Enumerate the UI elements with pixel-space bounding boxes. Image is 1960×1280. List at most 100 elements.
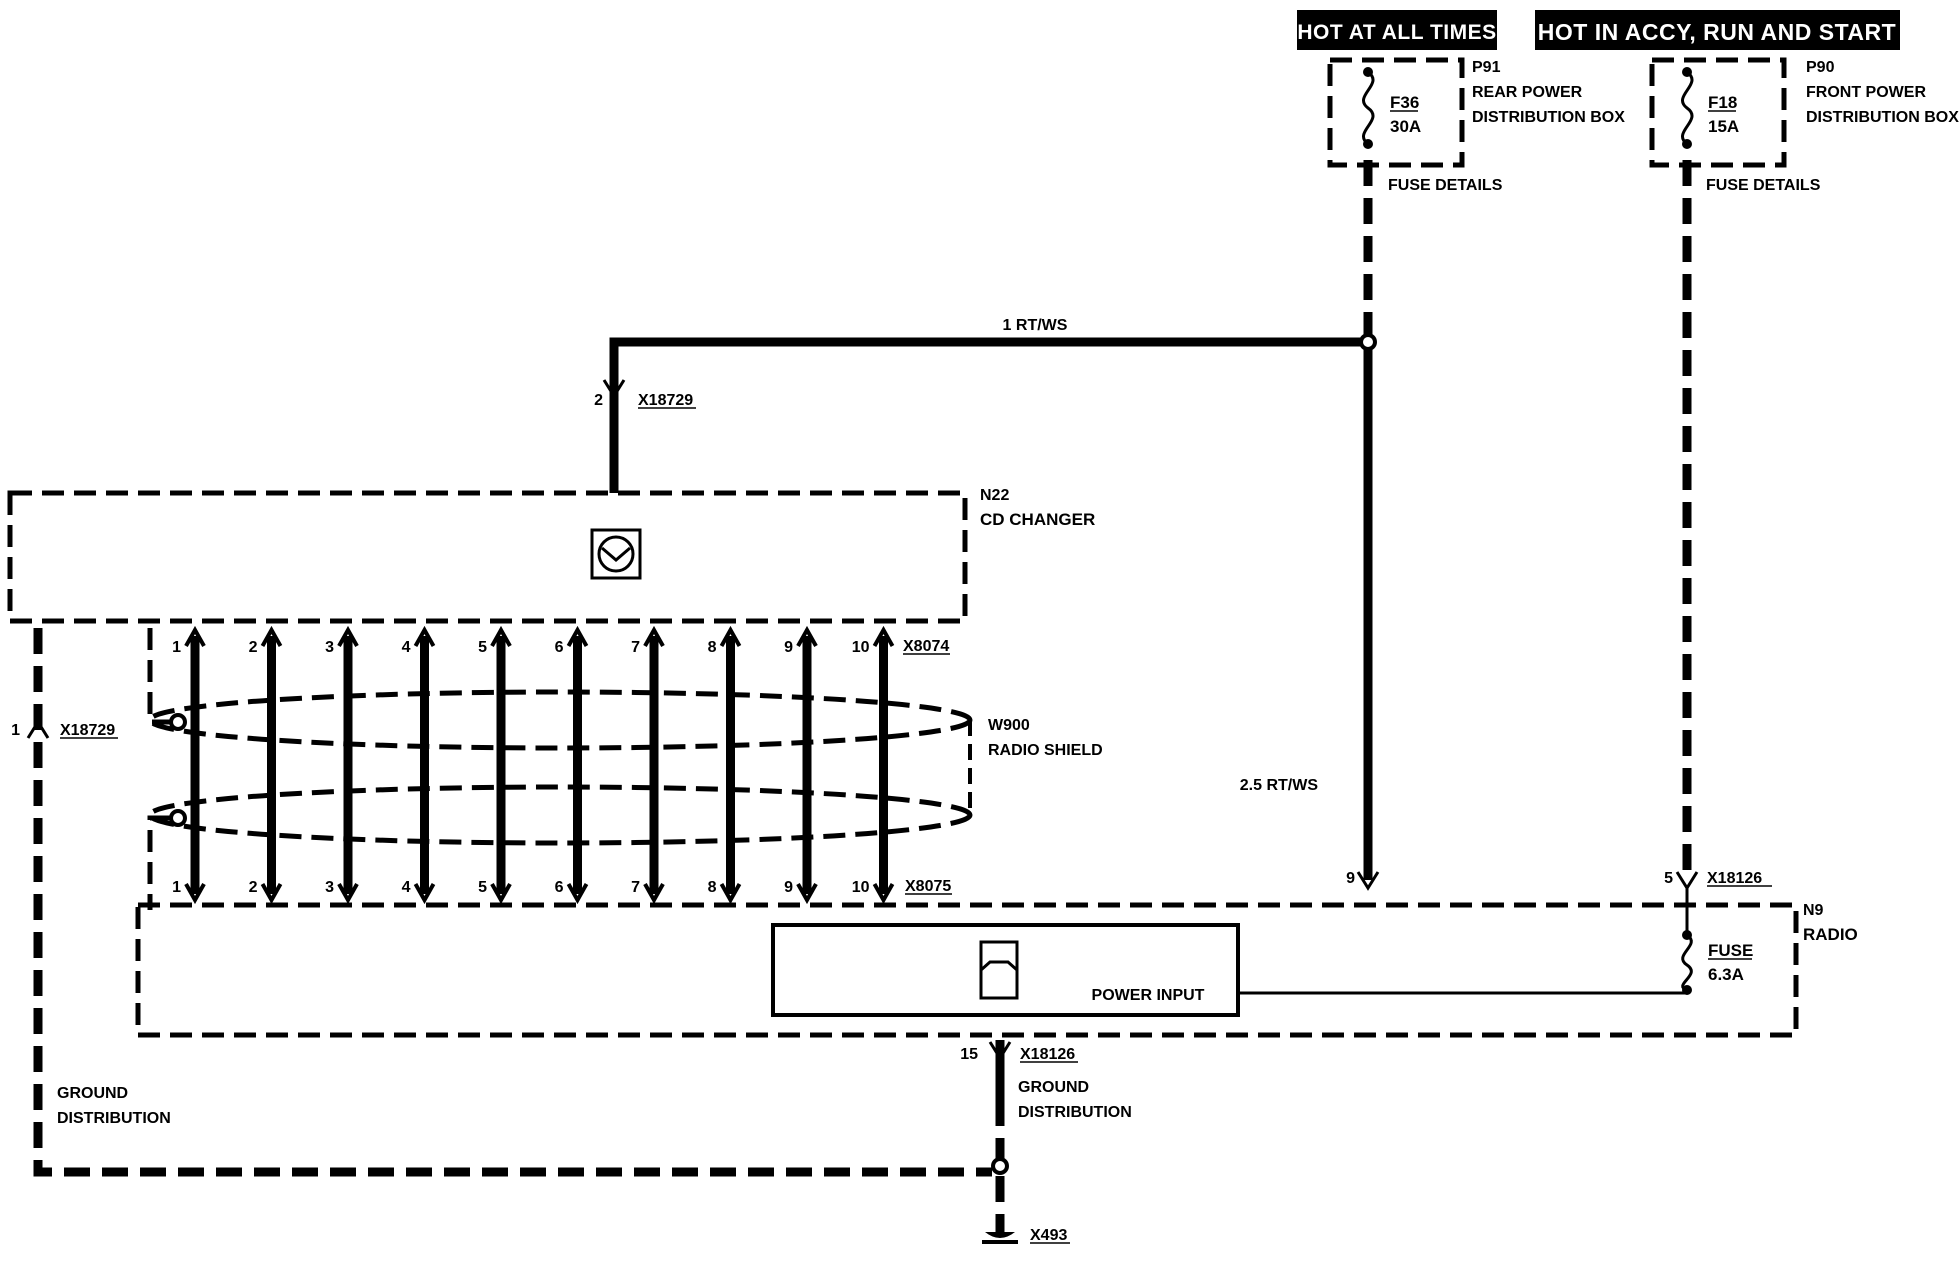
shield-bottom-connector: X8075 bbox=[905, 878, 951, 895]
shield-wire-top-arrow-6 bbox=[566, 625, 589, 647]
shield-top-connector: X8074 bbox=[903, 638, 949, 655]
radio-ground-connector-arrow bbox=[988, 1041, 1012, 1061]
shield-wire-top-arrow-1 bbox=[184, 625, 206, 647]
shield-wire-bottom-arrow-3 bbox=[337, 883, 359, 905]
power-input-block bbox=[771, 923, 1240, 1017]
wire-1-rtws bbox=[609, 337, 1361, 493]
shield-wire-top-arrow-8 bbox=[719, 625, 742, 647]
radio-id: N9 bbox=[1803, 902, 1824, 919]
cd-power-connector: X18729 bbox=[638, 392, 693, 409]
right-ground-dist-2: DISTRIBUTION bbox=[1018, 1104, 1132, 1121]
shield-drain-wire-top bbox=[147, 628, 170, 725]
rear-box-id: P91 bbox=[1472, 59, 1501, 76]
wire-1-rtws-label: 1 RT/WS bbox=[1003, 317, 1068, 334]
fuse-f36-label: F36 bbox=[1390, 93, 1419, 112]
header-hot-all-times-bg bbox=[1297, 10, 1497, 50]
fuse-f36-icon bbox=[1362, 70, 1375, 146]
cd-disc-icon bbox=[597, 535, 635, 573]
fuse-f36-terminal-top bbox=[1363, 67, 1373, 77]
ground-point-label: X493 bbox=[1030, 1227, 1067, 1244]
shield-top-pin-2: 2 bbox=[249, 639, 258, 656]
shield-wire-bottom-arrow-10 bbox=[872, 883, 895, 905]
shield-wire-top-arrow-2 bbox=[260, 625, 283, 647]
shield-bottom-pin-3: 3 bbox=[325, 879, 334, 896]
shield-top-pin-5: 5 bbox=[478, 639, 487, 656]
rear-box-name-2: DISTRIBUTION BOX bbox=[1472, 109, 1625, 126]
radio-ground-connector: X18126 bbox=[1020, 1046, 1075, 1063]
radio-fuse-icon bbox=[1681, 933, 1693, 992]
shield-wire-bottom-arrow-8 bbox=[719, 883, 742, 905]
wire-2-5-rtws-label: 2.5 RT/WS bbox=[1240, 777, 1319, 794]
connector-x18729-top-arrow bbox=[602, 379, 626, 399]
shield-top-pin-4: 4 bbox=[402, 639, 411, 656]
power-input-symbol-icon-mark bbox=[980, 960, 1018, 972]
fuse-f18-terminal-top bbox=[1682, 67, 1692, 77]
shield-name: RADIO SHIELD bbox=[988, 742, 1103, 759]
shield-top-pin-8: 8 bbox=[708, 639, 717, 656]
shield-top-pin-10: 10 bbox=[852, 639, 870, 656]
shield-wire-top-arrow-7 bbox=[643, 625, 665, 647]
front-fuse-details: FUSE DETAILS bbox=[1706, 177, 1821, 194]
radio-name: RADIO bbox=[1803, 925, 1858, 944]
shield-bottom-pin-10: 10 bbox=[852, 879, 870, 896]
shield-bottom-pin-5: 5 bbox=[478, 879, 487, 896]
cd-ground-connector: X18729 bbox=[60, 722, 115, 739]
shield-wire-top-arrow-9 bbox=[796, 625, 818, 647]
right-ground-dist-1: GROUND bbox=[1018, 1079, 1089, 1096]
radio-pin5: 5 bbox=[1664, 870, 1673, 887]
shield-top-pin-6: 6 bbox=[555, 639, 564, 656]
fuse-f36-rating: 30A bbox=[1390, 117, 1421, 136]
shield-id: W900 bbox=[988, 717, 1030, 734]
front-box-name-1: FRONT POWER bbox=[1806, 84, 1926, 101]
shield-wire-bottom-arrow-1 bbox=[184, 883, 206, 905]
fuse-f36-terminal-bottom bbox=[1363, 139, 1373, 149]
shield-top-pin-7: 7 bbox=[631, 639, 640, 656]
cd-disc-icon-mark bbox=[601, 546, 631, 562]
radio-ground-pin: 15 bbox=[960, 1046, 978, 1063]
shield-wire-top-arrow-10 bbox=[872, 625, 895, 647]
front-box-id: P90 bbox=[1806, 59, 1835, 76]
shield-wire-bottom-arrow-2 bbox=[260, 883, 283, 905]
cd-changer-name: CD CHANGER bbox=[980, 510, 1095, 529]
shield-top-pin-9: 9 bbox=[784, 639, 793, 656]
shield-wire-bottom-arrow-4 bbox=[413, 883, 436, 905]
shield-ellipse-bottom bbox=[147, 784, 973, 846]
radio-pin9: 9 bbox=[1346, 870, 1355, 887]
rear-fuse-box-outline bbox=[1327, 57, 1465, 168]
fuse-f18-label: F18 bbox=[1708, 93, 1737, 112]
shield-bottom-pin-7: 7 bbox=[631, 879, 640, 896]
front-box-name-2: DISTRIBUTION BOX bbox=[1806, 109, 1959, 126]
shield-bottom-pin-1: 1 bbox=[172, 879, 181, 896]
shield-bottom-pin-9: 9 bbox=[784, 879, 793, 896]
shield-bottom-pin-4: 4 bbox=[402, 879, 411, 896]
radio-pin9-arrow bbox=[1356, 871, 1380, 891]
shield-drain-bottom bbox=[169, 809, 187, 827]
splice-point bbox=[1359, 333, 1377, 351]
header-hot-all-times: HOT AT ALL TIMES bbox=[1297, 21, 1496, 44]
shield-drain-top bbox=[169, 713, 187, 731]
cd-ground-connector-arrow bbox=[26, 719, 50, 739]
radio-fuse-rating: 6.3A bbox=[1708, 965, 1744, 984]
shield-drain-wire-bottom bbox=[147, 815, 170, 910]
shield-top-pin-1: 1 bbox=[172, 639, 181, 656]
shield-wire-bottom-arrow-6 bbox=[566, 883, 589, 905]
cd-ground-wire bbox=[33, 628, 992, 1177]
radio-pin5-arrow bbox=[1675, 871, 1699, 891]
shield-bottom-pin-8: 8 bbox=[708, 879, 717, 896]
shield-bottom-pin-2: 2 bbox=[249, 879, 258, 896]
ground-splice bbox=[991, 1157, 1009, 1175]
rear-box-name-1: REAR POWER bbox=[1472, 84, 1583, 101]
fuse-f18-rating: 15A bbox=[1708, 117, 1739, 136]
left-ground-dist-2: DISTRIBUTION bbox=[57, 1110, 171, 1127]
radio-fuse-label: FUSE bbox=[1708, 941, 1753, 960]
shield-wire-bottom-arrow-5 bbox=[490, 883, 512, 905]
shield-wire-top-arrow-5 bbox=[490, 625, 512, 647]
shield-top-pin-3: 3 bbox=[325, 639, 334, 656]
shield-wire-bottom-arrow-9 bbox=[796, 883, 818, 905]
header-hot-accy: HOT IN ACCY, RUN AND START bbox=[1538, 19, 1896, 45]
shield-wire-bottom-arrow-7 bbox=[643, 883, 665, 905]
cd-changer-id: N22 bbox=[980, 487, 1009, 504]
